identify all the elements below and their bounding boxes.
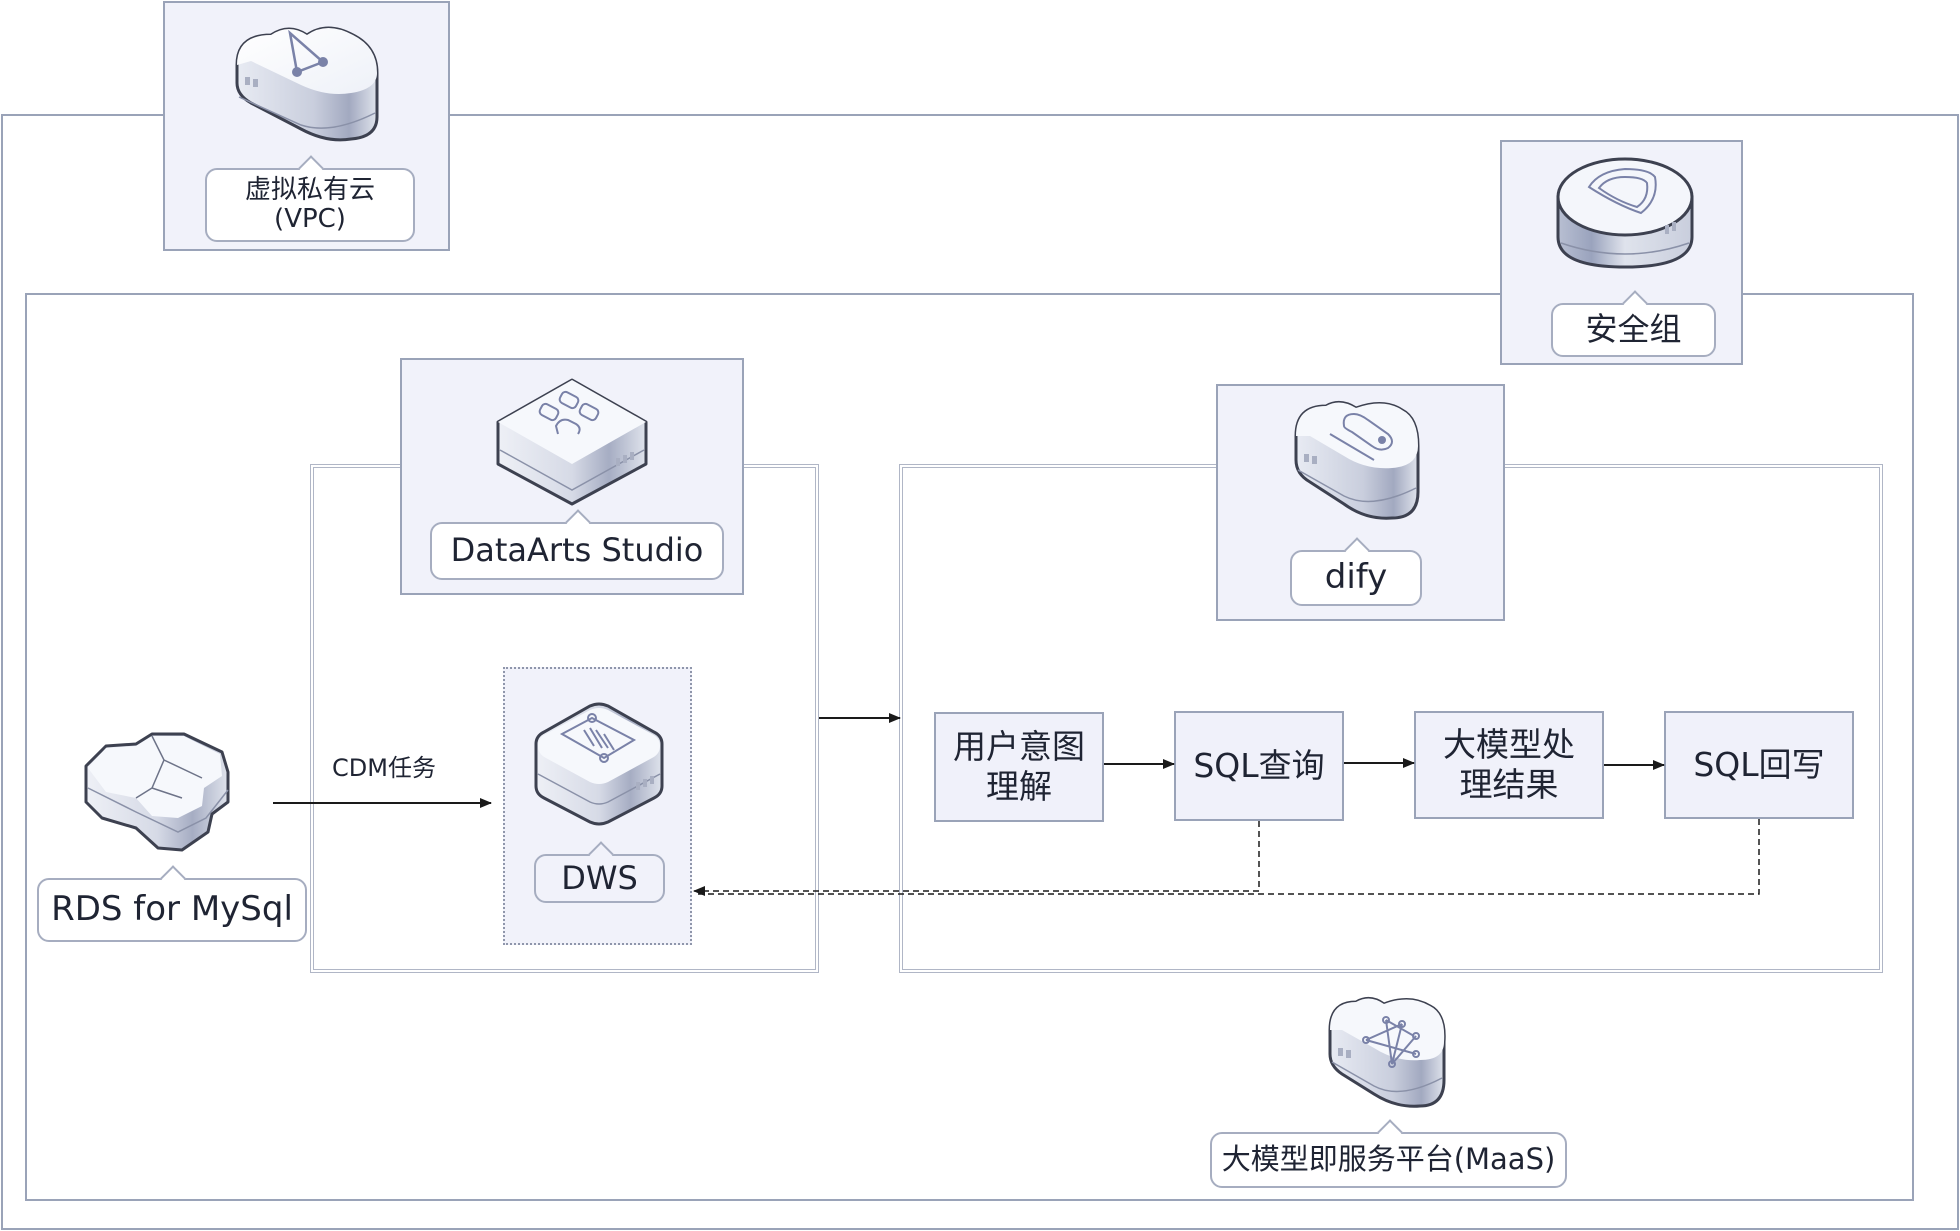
vpc-service[interactable]: 虚拟私有云 (VPC) (163, 1, 450, 251)
dataarts-studio-service[interactable]: DataArts Studio (400, 358, 744, 595)
dataarts-studio-label: DataArts Studio (430, 522, 724, 580)
dify-cloud-icon (1294, 401, 1420, 520)
flow-step-user-intent[interactable]: 用户意图 理解 (934, 712, 1104, 822)
vpc-label: 虚拟私有云 (VPC) (205, 168, 415, 242)
dws-warehouse-icon (534, 702, 664, 826)
dataarts-studio-label-text: DataArts Studio (450, 531, 704, 570)
maas-label-text: 大模型即服务平台(MaaS) (1221, 1142, 1556, 1177)
security-group-service[interactable]: 安全组 (1500, 140, 1743, 365)
flow-step-1-line1: 用户意图 (953, 727, 1085, 767)
dify-label: dify (1290, 550, 1422, 606)
vpc-frame (1, 114, 1959, 1230)
security-group-label: 安全组 (1551, 303, 1716, 357)
cdm-task-edge-label: CDM任务 (332, 754, 436, 782)
rds-hexagon-icon (84, 732, 230, 852)
dify-service[interactable]: dify (1216, 384, 1505, 621)
vpc-cloud-icon (235, 26, 379, 142)
dify-label-text: dify (1324, 557, 1388, 598)
rds-label[interactable]: RDS for MySql (37, 878, 307, 942)
dws-label: DWS (534, 854, 665, 903)
maas-label[interactable]: 大模型即服务平台(MaaS) (1210, 1132, 1567, 1188)
maas-network-icon (1328, 997, 1446, 1108)
dataarts-studio-icon (496, 378, 648, 506)
rds-label-text: RDS for MySql (51, 889, 293, 930)
flow-step-2-line1: SQL查询 (1193, 746, 1325, 786)
vpc-label-line1: 虚拟私有云 (244, 175, 375, 206)
security-group-shield-icon (1556, 157, 1694, 269)
flow-step-sql-query[interactable]: SQL查询 (1174, 711, 1344, 821)
region-frame (25, 293, 1914, 1201)
flow-step-1-line2: 理解 (986, 767, 1052, 806)
dws-service[interactable]: DWS (503, 667, 692, 945)
flow-step-sql-writeback[interactable]: SQL回写 (1664, 711, 1854, 819)
flow-step-3-line2: 理结果 (1459, 765, 1559, 804)
dws-label-text: DWS (561, 858, 638, 897)
flow-step-llm-process[interactable]: 大模型处 理结果 (1414, 711, 1604, 819)
vpc-label-line2: (VPC) (274, 204, 346, 234)
flow-step-3-line1: 大模型处 (1443, 725, 1575, 765)
flow-step-4-line1: SQL回写 (1693, 745, 1825, 785)
security-group-label-text: 安全组 (1585, 310, 1682, 349)
